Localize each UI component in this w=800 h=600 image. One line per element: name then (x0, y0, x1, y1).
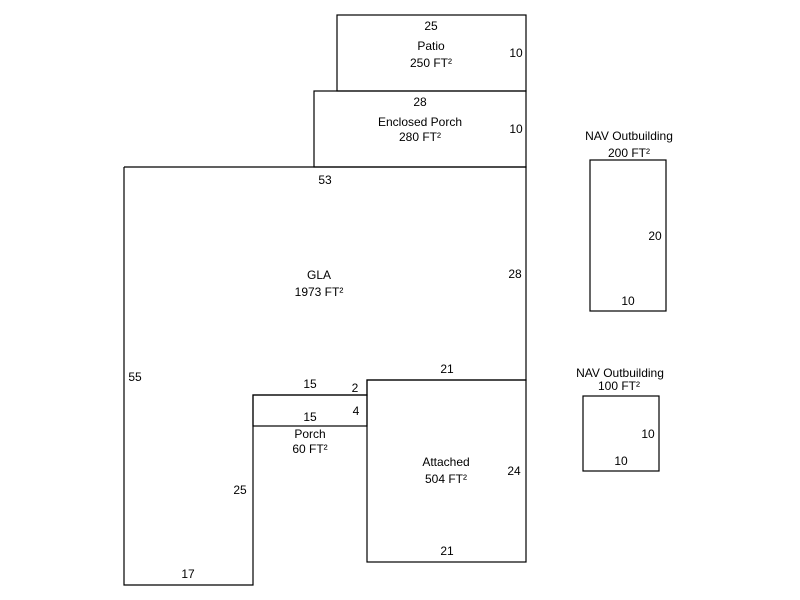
patio-top-dimension: 25 (424, 19, 438, 33)
porch-side-dimension: 4 (353, 404, 360, 418)
enclosed-porch-area: 280 FT² (399, 130, 441, 144)
patio-right-dimension: 10 (509, 46, 523, 60)
attached-bottom-dimension: 21 (440, 544, 454, 558)
nav-outbuilding-1-label: NAV Outbuilding (585, 129, 673, 143)
enclosed-porch-label: Enclosed Porch (378, 115, 462, 129)
nav-outbuilding-2-label: NAV Outbuilding (576, 366, 664, 380)
nav-outbuilding-2-side-dimension: 10 (641, 427, 655, 441)
porch-bottom-dimension: 15 (303, 410, 317, 424)
porch-label: Porch (294, 427, 325, 441)
attached-top-dimension: 21 (440, 362, 454, 376)
patio-label: Patio (417, 39, 445, 53)
nav-outbuilding-1-bottom-dimension: 10 (621, 294, 635, 308)
attached-area: 504 FT² (425, 472, 467, 486)
porch-step-dimension: 2 (352, 381, 359, 395)
patio-area: 250 FT² (410, 56, 452, 70)
porch-top-dimension: 15 (303, 377, 317, 391)
attached-right-dimension: 24 (507, 464, 521, 478)
attached-outline (366, 379, 527, 563)
enclosed-porch-right-dimension: 10 (509, 122, 523, 136)
gla-right-dimension: 28 (508, 267, 522, 281)
gla-area: 1973 FT² (295, 285, 344, 299)
nav-outbuilding-2-area: 100 FT² (598, 379, 640, 393)
gla-top-dimension: 53 (318, 173, 332, 187)
enclosed-porch-top-dimension: 28 (413, 95, 427, 109)
attached-label: Attached (422, 455, 469, 469)
porch-area: 60 FT² (292, 442, 327, 456)
gla-outline (123, 166, 527, 586)
gla-label: GLA (307, 268, 331, 282)
nav-outbuilding-1-area: 200 FT² (608, 146, 650, 160)
gla-inner-right-dimension: 25 (233, 483, 247, 497)
nav-outbuilding-1-side-dimension: 20 (648, 229, 662, 243)
nav-outbuilding-1-outline (589, 159, 667, 312)
gla-left-dimension: 55 (128, 370, 142, 384)
nav-outbuilding-2-bottom-dimension: 10 (614, 454, 628, 468)
gla-bottom-dimension: 17 (181, 567, 195, 581)
nav-outbuilding-2-outline (582, 395, 660, 472)
